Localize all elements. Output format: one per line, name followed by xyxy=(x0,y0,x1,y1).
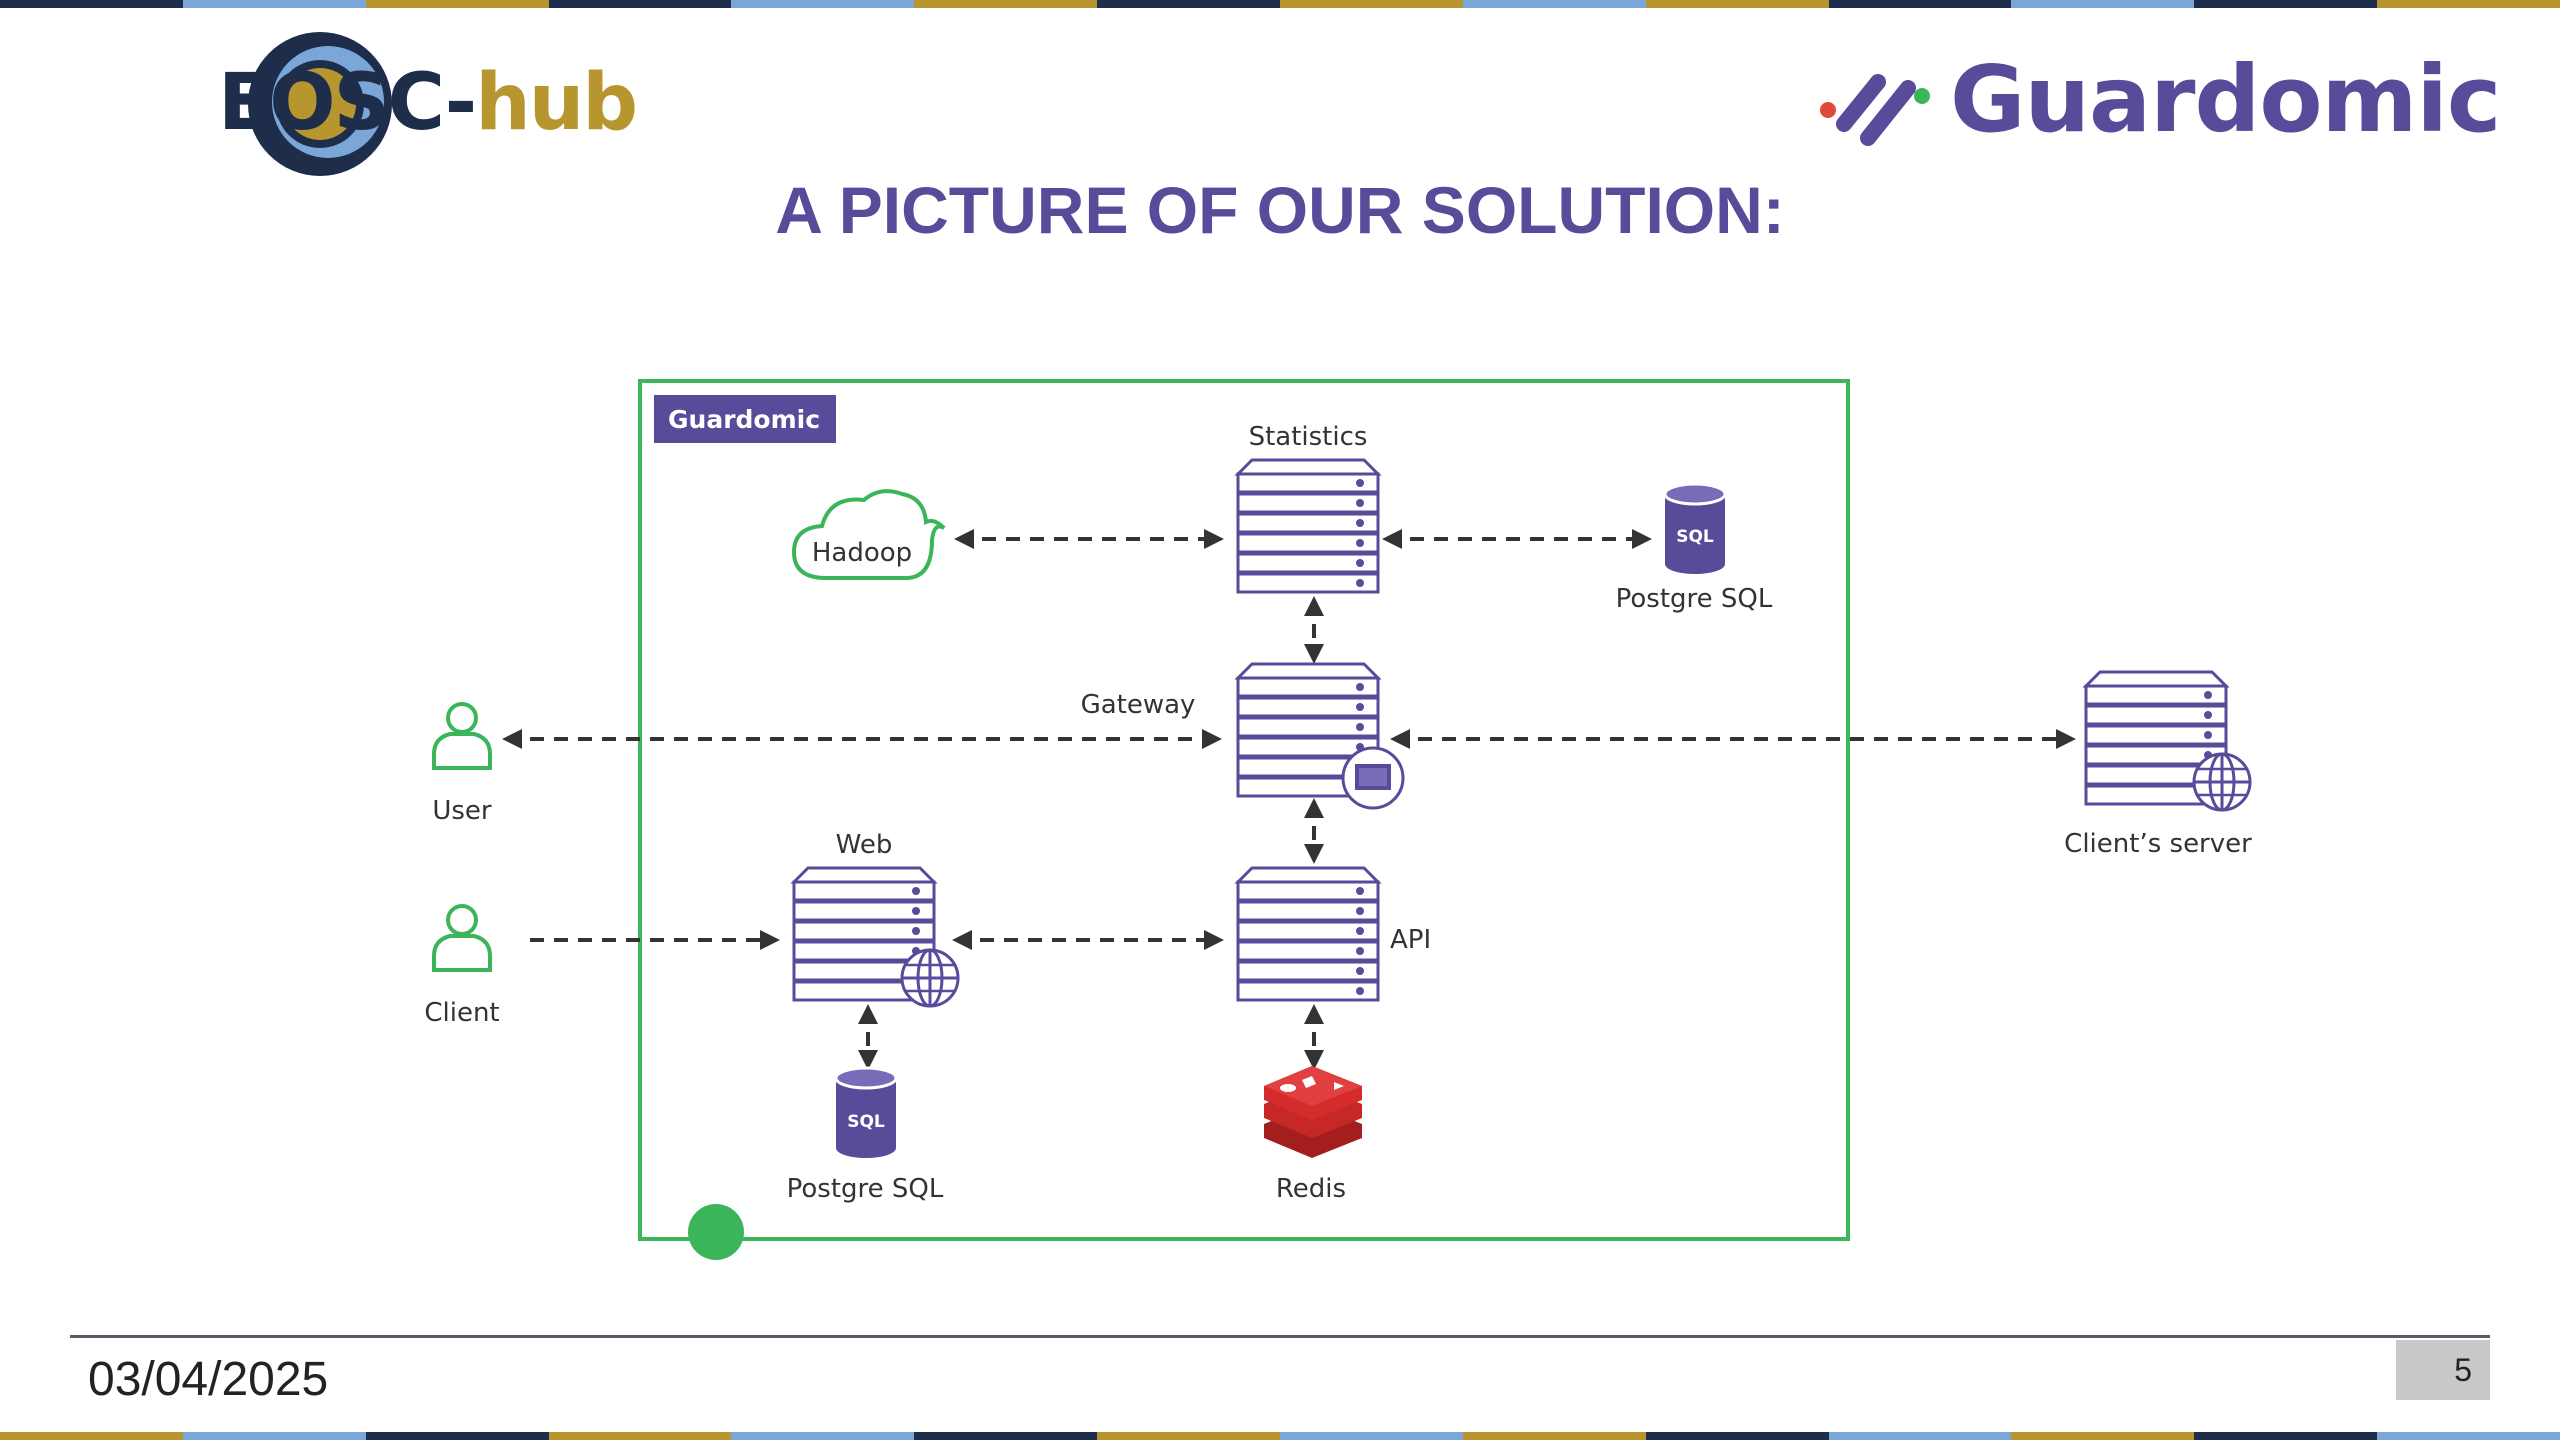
client-server-node: Client’s server xyxy=(2064,670,2252,859)
guardomic-wordmark: Guardomic xyxy=(1950,46,2501,153)
page-number-box: 5 xyxy=(2396,1340,2490,1400)
statistics-server-icon xyxy=(1236,458,1380,594)
globe-icon xyxy=(2192,752,2252,812)
guardomic-boundary-label-bg xyxy=(654,395,836,443)
user-node: User xyxy=(432,702,492,826)
top-color-stripe xyxy=(0,0,2560,8)
postgres-top-node: SQL Postgre SQL xyxy=(1616,482,1773,614)
statistics-label: Statistics xyxy=(1249,422,1368,452)
guardomic-logo-icon xyxy=(1820,74,1930,146)
green-dot-marker xyxy=(688,1204,744,1260)
connectors xyxy=(502,529,2076,1070)
hadoop-node: Hadoop xyxy=(791,489,946,580)
sql-badge-top: SQL xyxy=(1676,527,1714,547)
postgres-bottom-node: SQL Postgre SQL xyxy=(787,1066,944,1204)
web-node: Web xyxy=(792,830,960,1008)
gateway-node: Gateway xyxy=(1081,662,1405,810)
gateway-label: Gateway xyxy=(1081,690,1196,720)
page-number: 5 xyxy=(2454,1352,2472,1388)
eosc-hub-logo xyxy=(248,32,392,176)
bottom-color-stripe xyxy=(0,1432,2560,1440)
redis-label: Redis xyxy=(1276,1174,1346,1204)
footer-date: 03/04/2025 xyxy=(88,1353,329,1406)
eosc-hub-wordmark: EOSC-hub xyxy=(218,58,638,148)
postgres-bottom-label: Postgre SQL xyxy=(787,1174,944,1204)
sql-badge-bottom: SQL xyxy=(847,1112,885,1132)
api-label: API xyxy=(1390,925,1431,955)
postgres-top-label: Postgre SQL xyxy=(1616,584,1773,614)
guardomic-boundary-label: Guardomic xyxy=(668,405,820,434)
eosc-wordmark-part: EOSC- xyxy=(218,58,477,148)
redis-node: Redis xyxy=(1264,1066,1362,1204)
user-icon xyxy=(432,702,492,770)
hub-wordmark-part: hub xyxy=(475,58,638,148)
user-label: User xyxy=(432,796,492,826)
footer-divider xyxy=(70,1335,2490,1338)
slide-title: A PICTURE OF OUR SOLUTION: xyxy=(775,173,1785,247)
client-server-label: Client’s server xyxy=(2064,829,2252,859)
client-node: Client xyxy=(424,904,500,1028)
redis-icon xyxy=(1264,1066,1362,1158)
client-label: Client xyxy=(424,998,499,1028)
web-label: Web xyxy=(836,830,893,860)
api-server-icon xyxy=(1236,866,1380,1002)
guardomic-boundary-box xyxy=(638,379,1850,1241)
api-node: API xyxy=(1236,866,1431,1002)
globe-icon xyxy=(900,948,960,1008)
cloud-icon xyxy=(791,489,946,580)
hadoop-label: Hadoop xyxy=(812,538,912,568)
client-icon xyxy=(432,904,492,972)
statistics-node: Statistics xyxy=(1236,422,1380,594)
